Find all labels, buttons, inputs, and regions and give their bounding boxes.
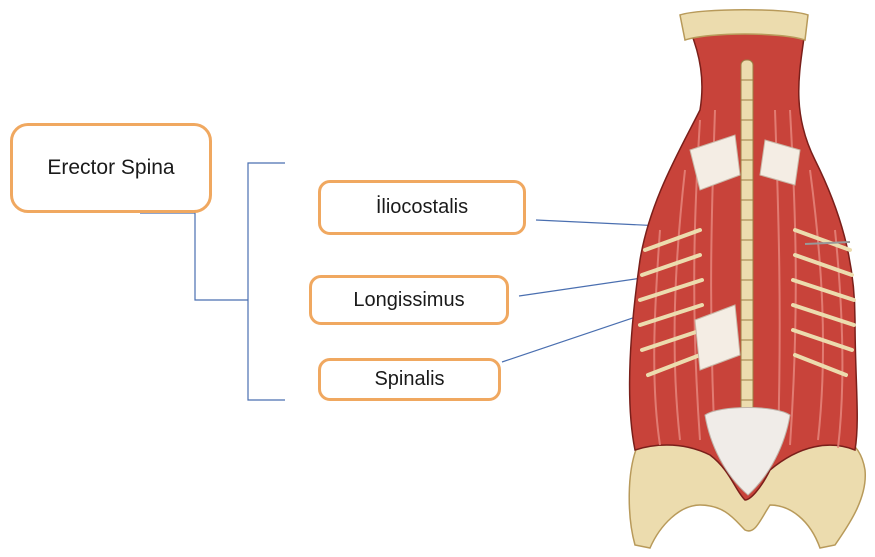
bracket — [248, 163, 285, 400]
branch-node-spinalis: Spinalis — [318, 358, 501, 401]
branch-node-longissimus: Longissimus — [309, 275, 509, 325]
branch-node-label: Longissimus — [353, 289, 464, 312]
root-node-erector-spina: Erector Spina — [10, 123, 212, 213]
root-connector — [140, 213, 248, 300]
back-muscles-anatomy-icon — [629, 10, 865, 548]
branch-node-label: Spinalis — [374, 368, 444, 391]
branch-node-label: İliocostalis — [376, 196, 468, 219]
root-node-label: Erector Spina — [47, 156, 174, 180]
branch-node-iliocostalis: İliocostalis — [318, 180, 526, 235]
